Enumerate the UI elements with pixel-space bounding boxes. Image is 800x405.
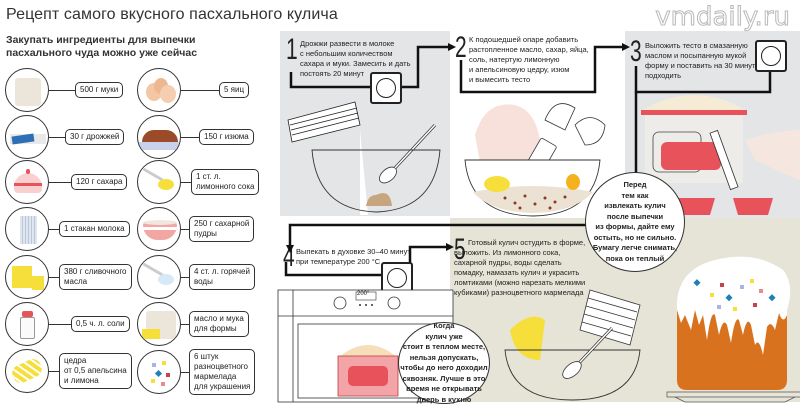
raisins xyxy=(503,194,567,210)
eggshell-icon xyxy=(544,103,606,146)
step3-illustration xyxy=(641,95,800,215)
arrow-step4-to-5 xyxy=(284,245,446,277)
flour-stream xyxy=(360,130,368,215)
step-number: 1 xyxy=(286,33,298,66)
risen-dough xyxy=(338,345,398,358)
water-spoon-icon xyxy=(137,255,181,299)
ingredient-item: 5 яиц xyxy=(137,68,250,112)
arrow-step3-clock xyxy=(634,60,772,94)
ingredient-label: 500 г муки xyxy=(75,82,124,98)
ingredient-item: цедра от 0,5 апельсина и лимона xyxy=(5,349,132,393)
flour-sack-icon xyxy=(5,68,49,112)
kulich-cake-illustration xyxy=(666,256,800,403)
step-text: Готовый кулич остудить в форме, выложить… xyxy=(454,238,586,297)
ingredient-item: 1 стакан молока xyxy=(5,207,130,251)
ingredients-subtitle: Закупать ингредиенты для выпечки пасхаль… xyxy=(6,34,198,59)
arrow-step1-to-2 xyxy=(289,45,448,89)
ingredient-item: 1 ст. л. лимонного сока xyxy=(137,160,260,204)
sugar-bag-icon xyxy=(579,289,641,346)
baking-form-lid xyxy=(641,110,747,115)
ingredient-label: масло и мука для формы xyxy=(189,311,249,337)
ingredient-item: 30 г дрожжей xyxy=(5,115,125,159)
powdered-sugar-bowl-icon xyxy=(137,207,181,251)
raisins-icon xyxy=(137,115,181,159)
lemon-spoon-icon xyxy=(137,160,181,204)
bowl-icon xyxy=(311,149,441,213)
step5-illustration xyxy=(504,289,641,401)
step-number: 5 xyxy=(454,233,466,266)
ingredient-label: 1 стакан молока xyxy=(59,221,130,237)
marmalade-icon xyxy=(137,350,181,394)
watermark-logo: vmdaily.ru xyxy=(655,2,791,33)
oven-knob-icon xyxy=(333,296,347,310)
sugar-bowl-icon xyxy=(5,160,49,204)
butter-icon xyxy=(5,255,49,299)
step2-illustration xyxy=(464,103,606,217)
step-number: 4 xyxy=(283,240,295,273)
ingredient-label: 30 г дрожжей xyxy=(65,129,125,145)
cake-plate xyxy=(666,391,800,403)
spoon-icon xyxy=(562,326,614,379)
salt-shaker-icon xyxy=(5,302,49,346)
lemon-juice xyxy=(510,316,545,360)
arrow-step3-to-4 xyxy=(288,92,638,245)
ingredient-label: 1 ст. л. лимонного сока xyxy=(191,169,260,195)
egg-yolk xyxy=(566,174,580,190)
timer-clock-icon xyxy=(755,40,787,72)
step-number: 2 xyxy=(455,31,467,64)
page-title: Рецепт самого вкусного пасхального кулич… xyxy=(6,6,338,23)
step-text: Выложить тесто в смазанную маслом и посы… xyxy=(645,41,756,80)
ingredient-label: цедра от 0,5 апельсина и лимона xyxy=(59,353,132,389)
cake-icing xyxy=(676,256,791,355)
ingredient-label: 6 штук разноцветного мармелада для украш… xyxy=(189,349,256,395)
arrow-step2-to-3 xyxy=(459,45,622,94)
hand-icon xyxy=(745,130,800,180)
ingredient-label: 150 г изюма xyxy=(199,129,254,145)
ingredient-label: 0,5 ч. л. соли xyxy=(71,316,130,332)
oven-display-text: 200° xyxy=(357,291,370,297)
ingredient-item: 4 ст. л. горячей воды xyxy=(137,255,255,299)
bowl-icon xyxy=(504,349,641,401)
step1-illustration xyxy=(287,101,441,215)
butter-flour-icon xyxy=(137,302,181,346)
tip-bubble: Когда кулич уже стоит в теплом месте, не… xyxy=(398,321,490,404)
ingredient-label: 380 г сливочного масла xyxy=(59,264,132,290)
zest-icon xyxy=(5,349,49,393)
dough xyxy=(473,186,593,213)
timer-clock-icon xyxy=(381,262,413,294)
ingredient-item: 6 штук разноцветного мармелада для украш… xyxy=(137,349,256,395)
yeast-mound xyxy=(366,193,392,206)
paper-cups xyxy=(675,198,773,215)
tip-bubble: Перед тем как извлекать кулич после выпе… xyxy=(585,172,685,272)
flour-bag-icon xyxy=(287,101,361,143)
ingredient-item: 380 г сливочного масла xyxy=(5,255,132,299)
lemon-zest xyxy=(484,176,510,192)
step-number: 3 xyxy=(630,35,642,68)
step-text: Выпекать в духовке 30–40 минут при темпе… xyxy=(296,247,411,266)
eggs-icon xyxy=(137,68,181,112)
brush-icon xyxy=(709,129,739,191)
ingredient-item: 500 г муки xyxy=(5,68,124,112)
ingredient-label: 5 яиц xyxy=(219,82,250,98)
timer-clock-icon xyxy=(370,72,402,104)
spoon-icon xyxy=(379,123,437,184)
ingredient-item: 120 г сахара xyxy=(5,160,128,204)
ingredient-item: 250 г сахарной пудры xyxy=(137,207,255,251)
risen-dough xyxy=(643,95,745,110)
paper-roll-icon xyxy=(652,131,721,173)
step-text: К подошедшей опаре добавить растопленное… xyxy=(469,35,589,84)
ingredient-item: 150 г изюма xyxy=(137,115,254,159)
ingredient-label: 250 г сахарной пудры xyxy=(189,216,255,242)
step-text: Дрожжи развести в молоке с небольшим кол… xyxy=(300,39,411,78)
ingredient-label: 120 г сахара xyxy=(71,174,128,190)
yeast-pack-icon xyxy=(5,115,49,159)
ingredient-item: масло и мука для формы xyxy=(137,302,249,346)
ingredient-label: 4 ст. л. горячей воды xyxy=(189,264,255,290)
milk-glass-icon xyxy=(5,207,49,251)
ingredient-item: 0,5 ч. л. соли xyxy=(5,302,130,346)
oven-knob-icon xyxy=(387,296,401,310)
oven-display xyxy=(355,291,377,301)
